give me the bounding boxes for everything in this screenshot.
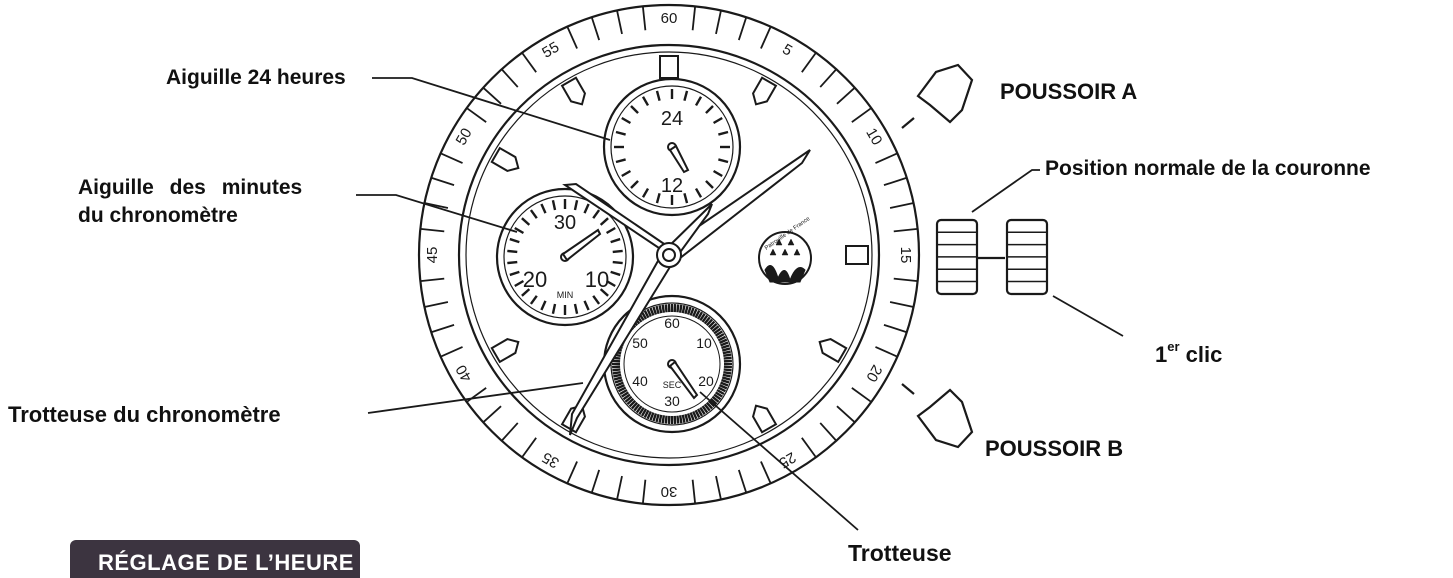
bezel-number: 10 bbox=[862, 125, 885, 148]
main-hands bbox=[562, 149, 811, 436]
bezel-number: 30 bbox=[661, 483, 678, 500]
label-chrono-minutes-line1: Aiguille des minutes bbox=[78, 176, 303, 199]
bezel-number: 60 bbox=[661, 10, 678, 27]
bezel-number: 45 bbox=[424, 247, 441, 264]
pusher-b bbox=[901, 383, 974, 449]
label-chrono-seconds: Trotteuse du chronomètre bbox=[8, 402, 281, 427]
bezel bbox=[417, 3, 921, 507]
section-badge: RÉGLAGE DE L’HEURE bbox=[70, 540, 360, 578]
bezel-ticks bbox=[420, 6, 918, 504]
leader-hand-24h bbox=[372, 77, 611, 141]
label-crown-normal: Position normale de la couronne bbox=[1045, 157, 1371, 180]
leader-lines bbox=[356, 77, 1124, 531]
hand-24h bbox=[668, 144, 690, 174]
hand-small-seconds bbox=[668, 360, 699, 400]
leader-crown-normal bbox=[971, 169, 1040, 213]
label-first-click: 1er clic bbox=[1155, 339, 1223, 367]
leader-seconds bbox=[699, 391, 859, 531]
crown-normal-position bbox=[935, 218, 979, 296]
bezel-number: 35 bbox=[539, 448, 562, 471]
leader-chrono-minutes bbox=[356, 194, 518, 233]
leader-first-click bbox=[1052, 295, 1124, 337]
bezel-numbers: 60 5 10 15 20 25 30 35 40 45 50 55 bbox=[424, 10, 914, 500]
subdial-sec-label-20: 20 bbox=[698, 373, 714, 389]
label-pusher-a: POUSSOIR A bbox=[1000, 79, 1138, 104]
label-chrono-minutes-line2: du chronomètre bbox=[78, 204, 238, 227]
label-seconds: Trotteuse bbox=[848, 540, 952, 566]
subdial-sec-label-50: 50 bbox=[632, 335, 648, 351]
subdial-sec-label-60: 60 bbox=[664, 315, 680, 331]
subdial-min-label-10: 10 bbox=[585, 267, 609, 292]
subdial-min-label-min: MIN bbox=[557, 290, 574, 300]
subdial-min-label-30: 30 bbox=[554, 212, 576, 234]
subdial-minutes bbox=[495, 187, 635, 327]
label-hand-24h: Aiguille 24 heures bbox=[166, 66, 346, 89]
hour-markers bbox=[490, 55, 869, 434]
subdial-24h-label-24: 24 bbox=[661, 108, 683, 130]
pusher-a bbox=[901, 63, 974, 129]
hand-chrono-minutes bbox=[561, 228, 602, 262]
label-pusher-b: POUSSOIR B bbox=[985, 436, 1124, 461]
patrouille-logo-text: Patrouille de France bbox=[764, 216, 812, 252]
subdial-sec-label-40: 40 bbox=[632, 373, 648, 389]
crown-first-click bbox=[1005, 218, 1049, 296]
bezel-number: 55 bbox=[539, 39, 562, 62]
bezel-number: 15 bbox=[897, 247, 914, 264]
subdial-24h bbox=[602, 77, 742, 217]
patrouille-de-france-logo: Patrouille de France bbox=[758, 216, 812, 285]
subdial-sec-label-30: 30 bbox=[664, 393, 680, 409]
bezel-number: 50 bbox=[453, 125, 476, 148]
bezel-number: 25 bbox=[776, 448, 799, 471]
leader-chrono-seconds bbox=[367, 382, 584, 414]
subdial-24h-label-12: 12 bbox=[661, 175, 683, 197]
chrono-seconds-hand bbox=[569, 203, 713, 436]
subdial-min-label-20: 20 bbox=[523, 267, 547, 292]
bezel-number: 20 bbox=[862, 362, 885, 385]
bezel-number: 40 bbox=[453, 362, 476, 385]
subdial-sec-label-sec: SEC bbox=[663, 380, 682, 390]
bezel-number: 5 bbox=[779, 41, 795, 60]
subdial-sec-label-10: 10 bbox=[696, 335, 712, 351]
